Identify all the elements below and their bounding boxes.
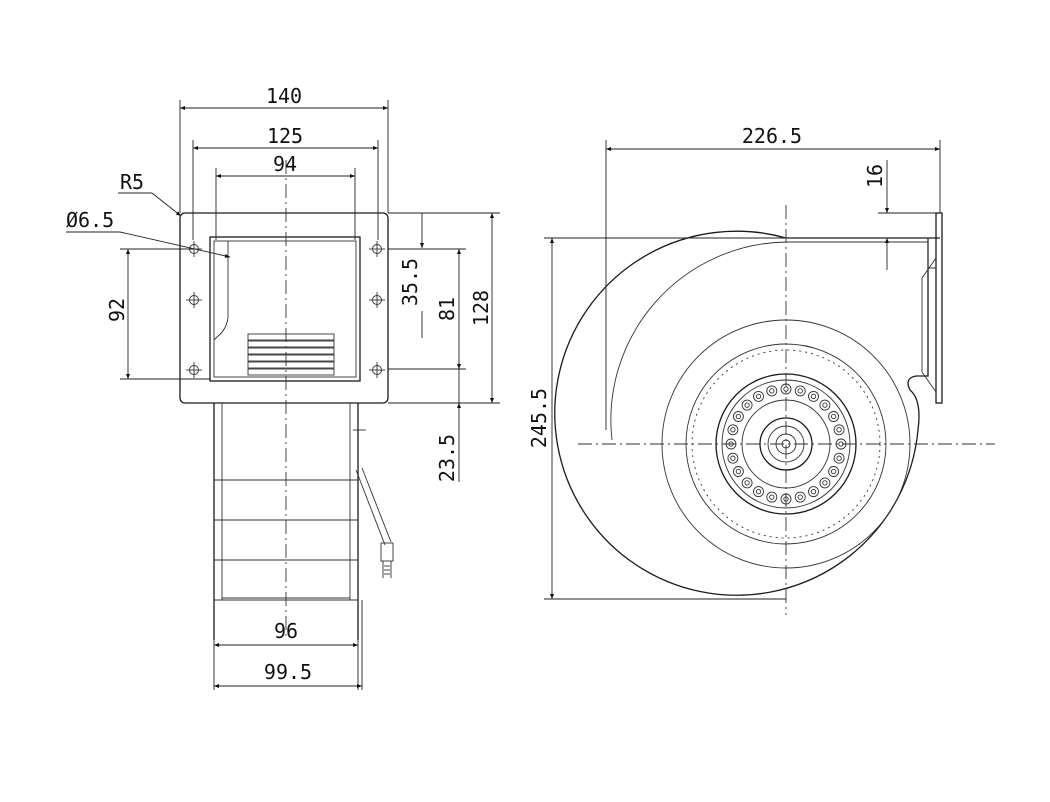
vent-hole: [766, 385, 778, 397]
vent-hole: [819, 477, 831, 489]
dim-125-label: 125: [267, 124, 303, 148]
dim-96: 96: [213, 619, 359, 690]
dim-128-label: 128: [469, 290, 493, 326]
inlet-ring-outer: [661, 319, 911, 569]
vent-hole-inner: [755, 488, 762, 495]
vent-hole: [833, 424, 845, 436]
vent-hole: [794, 385, 806, 397]
vent-hole: [732, 411, 744, 422]
vent-hole-inner: [735, 468, 742, 475]
mounting-holes: [186, 241, 385, 378]
dim-96-label: 96: [274, 619, 298, 643]
vent-hole: [808, 486, 819, 498]
vent-hole-inner: [744, 402, 750, 408]
vent-hole-inner: [838, 441, 844, 447]
dim-35-5: 35.5: [388, 212, 430, 338]
vent-hole: [753, 486, 764, 498]
outlet-flange: [921, 212, 943, 404]
dim-23-5-label: 23.5: [435, 434, 459, 482]
hub-vent-holes: [725, 383, 847, 505]
front-view: 140 125 94 R5 Ø6.5: [66, 84, 500, 690]
radius-callout: R5: [118, 170, 182, 217]
outlet-frame-inner: [213, 240, 357, 378]
vent-hole-inner: [822, 402, 828, 408]
vent-hole: [808, 390, 819, 402]
impeller-blades: [247, 333, 335, 376]
vent-hole-inner: [810, 488, 817, 495]
dim-16-label: 16: [863, 164, 887, 188]
vent-hole-inner: [836, 455, 842, 461]
dim-245-5-label: 245.5: [527, 388, 551, 448]
motor-cable: [353, 429, 394, 578]
side-view: 226.5 16 245.5: [527, 124, 995, 615]
vent-hole-inner: [830, 413, 837, 420]
scroll-housing-inner: [610, 241, 928, 441]
dim-94-label: 94: [273, 152, 297, 176]
vent-hole-inner: [730, 455, 736, 461]
vent-hole: [727, 452, 739, 464]
inlet-ring: [685, 343, 887, 545]
vent-hole-inner: [783, 386, 789, 392]
motor-hub: [715, 373, 857, 515]
vent-hole: [780, 383, 792, 395]
vent-hole: [780, 493, 792, 505]
dim-226-5: 226.5: [605, 124, 941, 430]
vent-hole: [753, 390, 764, 402]
vent-hole-inner: [783, 496, 789, 502]
vent-hole-inner: [822, 480, 828, 486]
vent-hole-inner: [755, 393, 762, 400]
vent-hole-inner: [744, 480, 750, 486]
dim-23-5: 23.5: [435, 369, 461, 482]
vent-hole: [828, 411, 840, 422]
housing-body: [213, 403, 359, 640]
vent-hole-inner: [810, 393, 817, 400]
dim-92-label: 92: [105, 298, 129, 322]
dim-128: 128: [388, 212, 500, 404]
scroll-housing: [554, 230, 940, 596]
vent-hole-inner: [769, 388, 775, 394]
dim-99-5: 99.5: [214, 600, 363, 690]
vent-hole-inner: [728, 441, 734, 447]
vent-hole: [828, 466, 840, 477]
dim-125: 125: [192, 124, 379, 240]
vent-hole: [741, 477, 753, 489]
vent-hole-inner: [836, 427, 842, 433]
dim-81-label: 81: [435, 297, 459, 321]
vent-hole: [727, 424, 739, 436]
vent-hole-inner: [830, 468, 837, 475]
vent-hole: [732, 466, 744, 477]
dim-94: 94: [215, 152, 356, 240]
vent-hole-inner: [730, 427, 736, 433]
dim-81: 81: [388, 248, 466, 370]
vent-hole: [766, 491, 778, 503]
dim-35-5-label: 35.5: [398, 258, 422, 306]
dim-99-5-label: 99.5: [264, 660, 312, 684]
outlet-frame-outer: [209, 236, 361, 382]
dim-140-label: 140: [266, 84, 302, 108]
hole-label: Ø6.5: [66, 208, 114, 232]
dim-140: 140: [179, 84, 389, 213]
dim-226-5-label: 226.5: [742, 124, 802, 148]
radius-label: R5: [120, 170, 144, 194]
vent-hole-inner: [797, 388, 803, 394]
vent-hole: [725, 438, 737, 450]
vent-hole: [819, 399, 831, 411]
inlet-ring-inner: [691, 349, 881, 539]
dim-245-5: 245.5: [527, 237, 786, 600]
dim-92: 92: [105, 248, 210, 380]
vent-hole: [741, 399, 753, 411]
vent-hole: [833, 452, 845, 464]
vent-hole-inner: [797, 494, 803, 500]
vent-hole-inner: [769, 494, 775, 500]
vent-hole: [794, 491, 806, 503]
hole-callout: Ø6.5: [66, 208, 231, 258]
vent-hole: [835, 438, 847, 450]
vent-hole-inner: [735, 413, 742, 420]
dim-16: 16: [863, 160, 936, 270]
mounting-flange: [179, 212, 389, 404]
outlet-scroll-edge: [213, 241, 229, 341]
